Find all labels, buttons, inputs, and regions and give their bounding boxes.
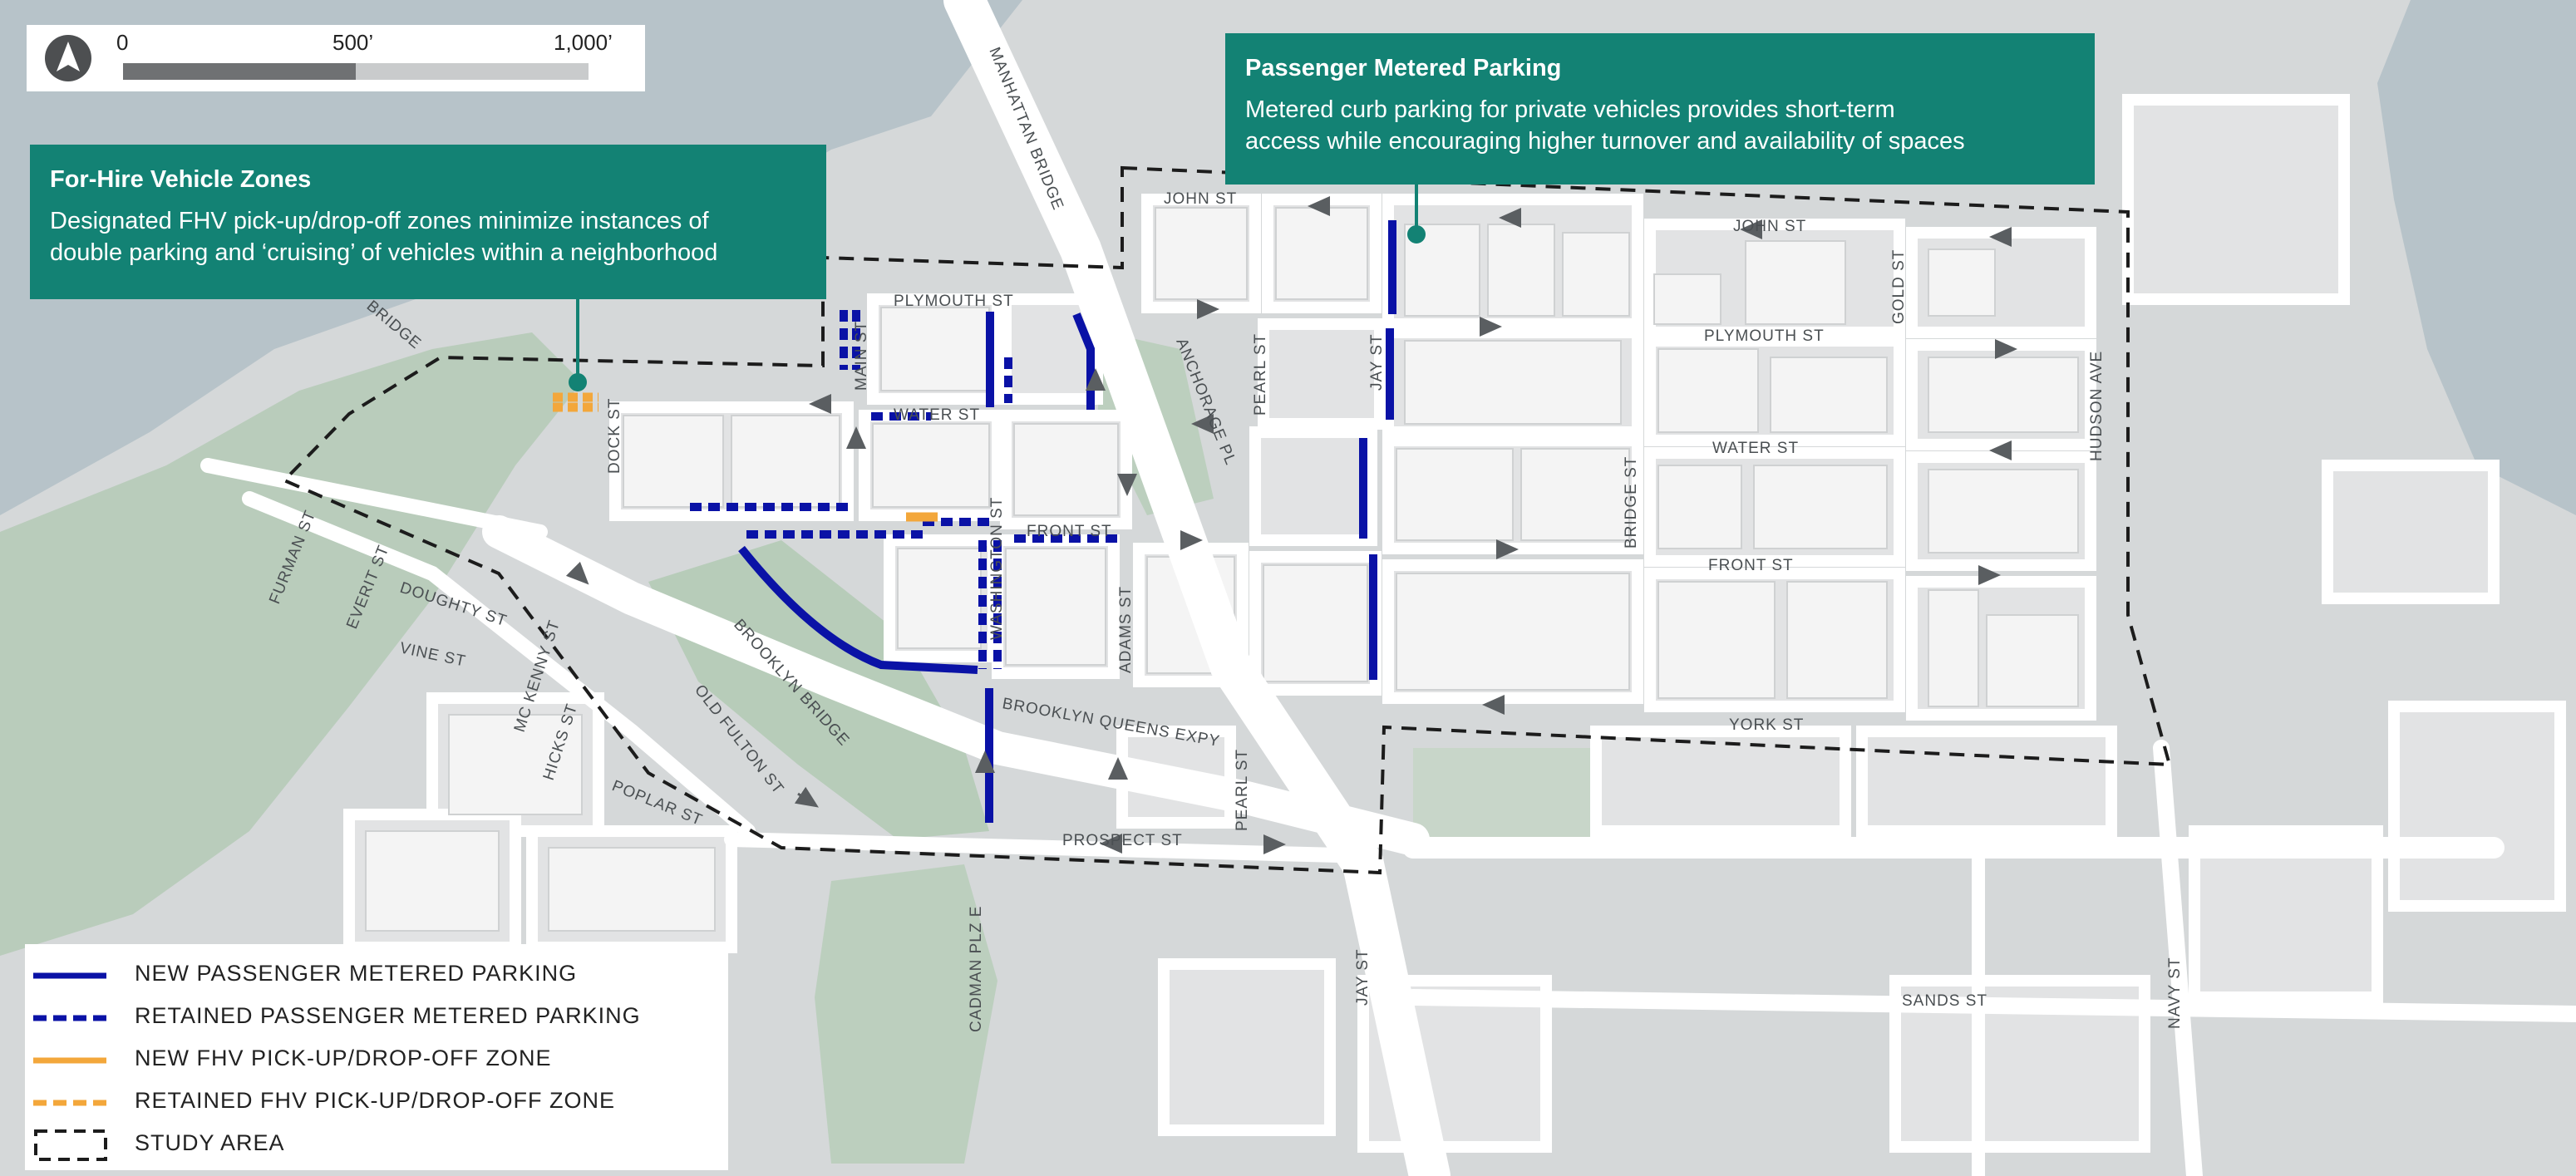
legend-label: STUDY AREA bbox=[135, 1130, 285, 1155]
scale-bar: 0 500’ 1,000’ bbox=[27, 25, 645, 91]
roads bbox=[200, 0, 2576, 1176]
buildings bbox=[365, 207, 2079, 932]
legend-item-retained-fhv: RETAINED FHV PICK-UP/DROP-OFF ZONE bbox=[25, 1085, 728, 1127]
legend-symbol-dashed-orange bbox=[33, 1100, 106, 1106]
label-water-st-e: WATER ST bbox=[1712, 440, 1799, 457]
label-plymouth-st-e: PLYMOUTH ST bbox=[1704, 327, 1825, 345]
label-cadman-plz-e: CADMAN PLZ E bbox=[968, 906, 985, 1032]
label-main-st: MAIN ST bbox=[853, 321, 870, 391]
parking-callout-line-2: access while encouraging higher turnover… bbox=[1245, 128, 1965, 155]
legend-label: RETAINED PASSENGER METERED PARKING bbox=[135, 1003, 641, 1028]
navy-yard-water bbox=[2377, 0, 2576, 515]
legend-item-study-area: STUDY AREA bbox=[25, 1127, 728, 1169]
fhv-callout: For-Hire Vehicle Zones Designated FHV pi… bbox=[30, 145, 826, 299]
traffic-arrows bbox=[565, 196, 2017, 854]
label-water-st-w: WATER ST bbox=[894, 406, 980, 424]
cadman-park bbox=[815, 864, 997, 1164]
scale-tick-1000: 1,000’ bbox=[554, 30, 613, 55]
study-area-boundary bbox=[281, 165, 2172, 875]
retained-metered-parking bbox=[690, 310, 1122, 669]
fhv-callout-line-1: Designated FHV pick-up/drop-off zones mi… bbox=[50, 208, 709, 234]
callout-leaders bbox=[569, 185, 1426, 391]
label-front-st-w: FRONT ST bbox=[1027, 523, 1112, 540]
label-gold-st: GOLD ST bbox=[1890, 249, 1908, 324]
legend-symbol-dashed-black bbox=[34, 1129, 107, 1161]
parking-callout-title: Passenger Metered Parking bbox=[1245, 55, 1562, 81]
fhv-callout-line-2: double parking and ‘cruising’ of vehicle… bbox=[50, 239, 718, 266]
fhv-zones bbox=[553, 392, 938, 522]
label-pearl-st-s: PEARL ST bbox=[1234, 749, 1251, 831]
waterfront-park bbox=[0, 332, 582, 956]
label-hudson-ave: HUDSON AVE bbox=[2088, 351, 2106, 461]
legend-item-new-fhv: NEW FHV PICK-UP/DROP-OFF ZONE bbox=[25, 1042, 728, 1085]
parking-callout: Passenger Metered Parking Metered curb p… bbox=[1225, 33, 2095, 185]
label-navy-st: NAVY ST bbox=[2166, 957, 2184, 1029]
scale-tick-0: 0 bbox=[116, 30, 129, 55]
legend-label: NEW PASSENGER METERED PARKING bbox=[135, 961, 578, 986]
legend-item-retained-metered: RETAINED PASSENGER METERED PARKING bbox=[25, 1000, 728, 1042]
label-york-st: YORK ST bbox=[1729, 716, 1804, 734]
legend-symbol-solid-blue bbox=[33, 972, 106, 979]
label-washington-st: WASHINGTON ST bbox=[988, 497, 1006, 640]
label-adams-st: ADAMS ST bbox=[1117, 586, 1135, 673]
legend-symbol-solid-orange bbox=[33, 1057, 106, 1064]
label-bridge-st: BRIDGE ST bbox=[1623, 456, 1640, 549]
label-dock-st: DOCK ST bbox=[606, 398, 623, 474]
label-pearl-st-n: PEARL ST bbox=[1252, 333, 1269, 416]
scale-tick-500: 500’ bbox=[332, 30, 374, 55]
new-metered-parking bbox=[738, 220, 1396, 823]
scale-segment-dark bbox=[123, 63, 356, 80]
label-john-st-e: JOHN ST bbox=[1733, 218, 1806, 235]
label-prospect-st: PROSPECT ST bbox=[1062, 832, 1183, 849]
legend-label: NEW FHV PICK-UP/DROP-OFF ZONE bbox=[135, 1046, 552, 1070]
parking-callout-line-1: Metered curb parking for private vehicle… bbox=[1245, 96, 1895, 123]
label-john-st-w: JOHN ST bbox=[1164, 190, 1237, 208]
legend-label: RETAINED FHV PICK-UP/DROP-OFF ZONE bbox=[135, 1088, 616, 1113]
label-jay-st-n: JAY ST bbox=[1368, 333, 1386, 391]
legend-item-new-metered: NEW PASSENGER METERED PARKING bbox=[25, 957, 728, 1000]
label-plymouth-st-w: PLYMOUTH ST bbox=[894, 293, 1014, 310]
fhv-callout-title: For-Hire Vehicle Zones bbox=[50, 166, 312, 193]
label-jay-st-s: JAY ST bbox=[1354, 948, 1372, 1006]
label-front-st-e: FRONT ST bbox=[1708, 557, 1794, 574]
legend-symbol-dashed-blue bbox=[33, 1015, 106, 1021]
map-legend: NEW PASSENGER METERED PARKING RETAINED P… bbox=[25, 944, 728, 1170]
label-sands-st: SANDS ST bbox=[1902, 992, 1987, 1010]
north-arrow-icon bbox=[45, 35, 91, 81]
scale-segment-light bbox=[356, 63, 589, 80]
